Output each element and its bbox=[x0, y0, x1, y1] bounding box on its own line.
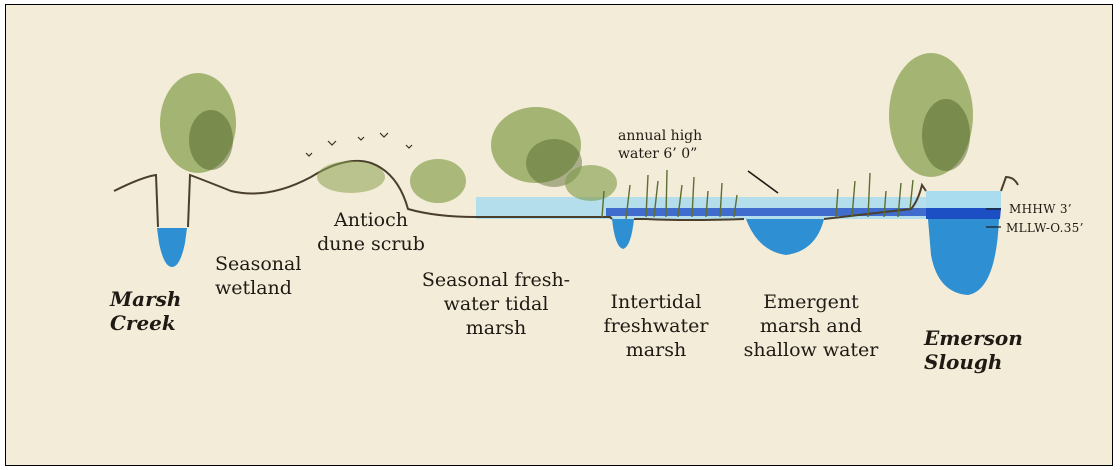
tree-left-shade bbox=[189, 110, 233, 170]
tree-right-shade bbox=[922, 99, 970, 171]
marsh-creek-channel bbox=[157, 228, 187, 267]
shrub-dune bbox=[317, 161, 385, 193]
shrub-mid-2 bbox=[565, 165, 617, 201]
label-seasonal-wetland: Seasonal wetland bbox=[215, 252, 301, 300]
label-intertidal-freshwater-marsh: Intertidal freshwater marsh bbox=[601, 290, 711, 362]
label-annual-high-water: annual high water 6’ 0” bbox=[618, 127, 702, 163]
diagram-frame: Marsh Creek Seasonal wetland Antioch dun… bbox=[5, 4, 1113, 466]
label-mhhw: MHHW 3’ bbox=[1009, 202, 1072, 216]
emerson-slough-band bbox=[926, 208, 1001, 219]
vegetation bbox=[160, 53, 973, 219]
label-antioch-dune-scrub: Antioch dune scrub bbox=[316, 208, 426, 256]
birds bbox=[306, 133, 412, 156]
emerson-slough-channel bbox=[928, 219, 999, 295]
label-marsh-creek: Marsh Creek bbox=[110, 287, 181, 335]
label-emergent-marsh-shallow-water: Emergent marsh and shallow water bbox=[736, 290, 886, 362]
emergent-pool bbox=[746, 219, 824, 255]
label-mllw: MLLW-O.35’ bbox=[1006, 221, 1084, 235]
shrub-mid-1 bbox=[410, 159, 466, 203]
emerson-slough-surface bbox=[926, 191, 1001, 208]
annual-high-water-pointer bbox=[748, 171, 778, 193]
cross-section-illustration bbox=[6, 5, 1113, 466]
intertidal-channel bbox=[612, 219, 634, 249]
label-seasonal-freshwater-tidal-marsh: Seasonal fresh- water tidal marsh bbox=[416, 268, 576, 340]
label-emerson-slough: Emerson Slough bbox=[924, 326, 1023, 374]
